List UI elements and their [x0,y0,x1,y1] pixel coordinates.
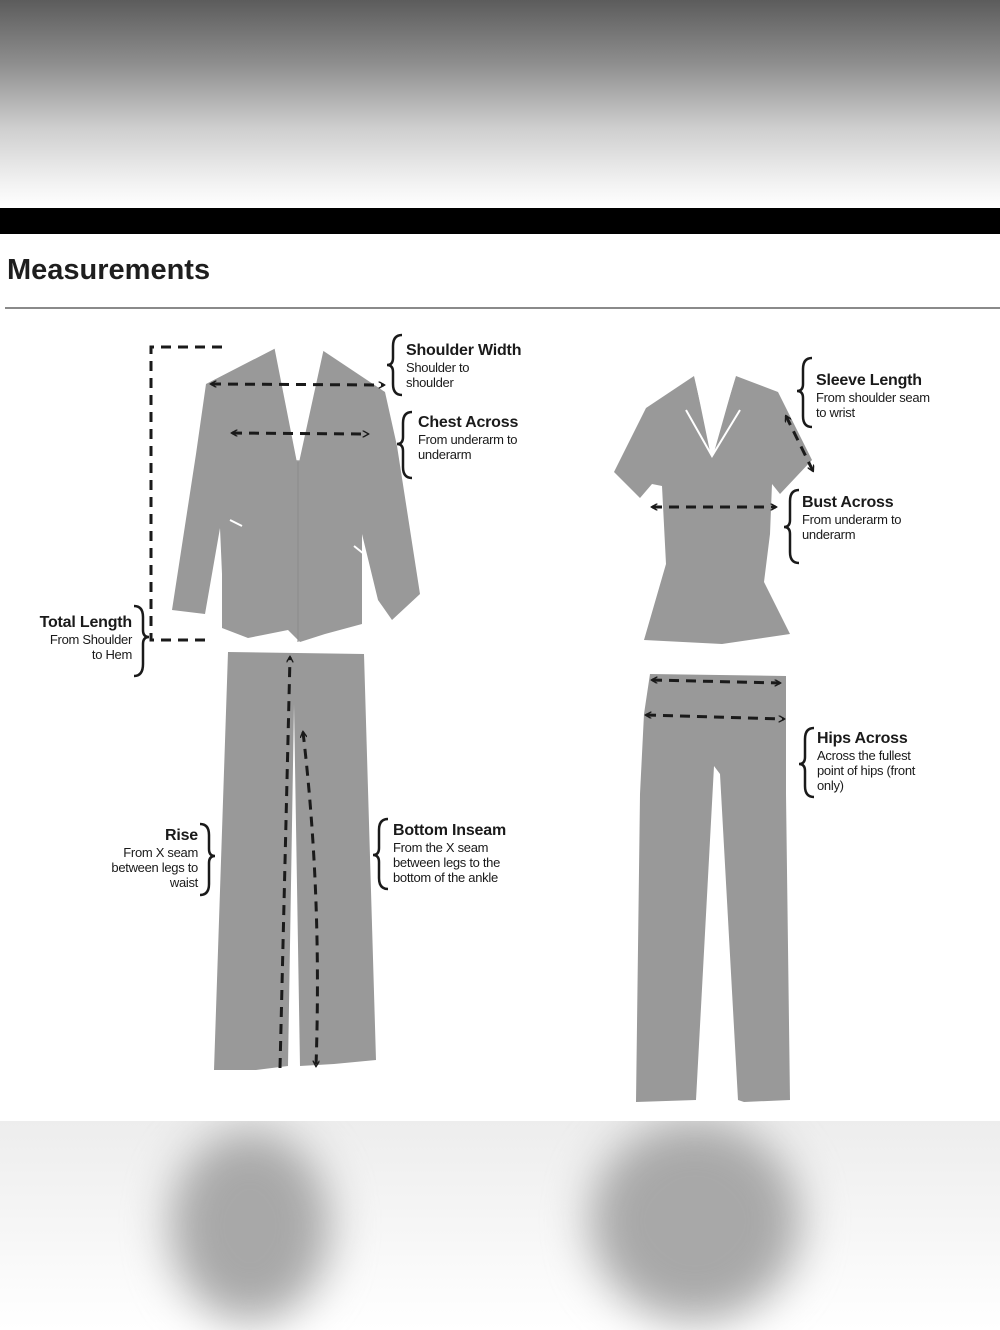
total-length-line [149,345,222,642]
chest-across-arrow [232,433,368,434]
rise-title: Rise [165,827,198,844]
blur-blob-right [590,1121,800,1321]
sleeve-length-title: Sleeve Length [816,372,922,389]
chest-across-desc-2: underarm [418,447,472,462]
total-length-title: Total Length [39,614,133,631]
waist-arrow [652,680,780,683]
bottom-inseam-desc-1: From the X seam [393,840,489,855]
black-band [0,208,1000,234]
chest-across-desc-1: From underarm to [418,432,518,447]
measurement-diagram [133,333,1000,1102]
rise-arrow [278,657,290,1069]
bottom-inseam-label: Bottom Inseam From the X seam between le… [393,821,506,885]
bust-across-brace [783,488,800,565]
title-divider [5,307,1000,309]
shoulder-width-arrow [211,384,384,385]
bust-across-title: Bust Across [802,494,894,511]
page-title: Measurements [7,254,211,286]
shoulder-width-title: Shoulder Width [406,342,522,359]
hips-across-desc-2: point of hips (front [817,763,916,778]
chest-across-title: Chest Across [418,414,519,431]
measurement-guide: Measurements [0,234,1000,1121]
sleeve-length-arrow [786,416,813,471]
bottom-inseam-desc-2: between legs to the [393,855,501,870]
top-blur-band [0,0,1000,208]
total-length-desc-2: to Hem [91,647,132,662]
bust-across-label: Bust Across From underarm to underarm [802,493,902,542]
rise-desc-3: waist [169,875,198,890]
chest-across-label: Chest Across From underarm to underarm [418,413,518,462]
total-length-brace [133,604,150,678]
rise-brace [199,822,216,897]
total-length-label: Total Length From Shoulder to Hem [10,613,133,662]
total-length-desc-1: From Shoulder [49,632,132,647]
shoulder-width-desc-1: Shoulder to [406,360,470,375]
rise-desc-2: between legs to [111,860,198,875]
hips-across-desc-3: only) [817,778,844,793]
blouse-icon [614,375,812,644]
bust-across-desc-1: From underarm to [802,512,902,527]
sleeve-length-label: Sleeve Length From shoulder seam to wris… [816,371,930,420]
hips-across-label: Hips Across Across the fullest point of … [817,729,915,793]
hips-across-title: Hips Across [817,730,908,747]
hips-across-arrow [646,715,784,719]
rise-desc-1: From X seam [123,845,198,860]
sleeve-length-desc-1: From shoulder seam [816,390,930,405]
bottom-inseam-title: Bottom Inseam [393,822,506,839]
womens-pants-icon [636,674,790,1102]
hips-across-desc-1: Across the fullest [817,748,911,763]
sleeve-length-desc-2: to wrist [816,405,855,420]
blur-blob-left [170,1131,330,1321]
jacket-icon [172,347,420,642]
trousers-icon [214,652,376,1070]
bust-across-desc-2: underarm [802,527,856,542]
bottom-inseam-arrow [303,732,317,1066]
bottom-inseam-brace [372,817,389,891]
shoulder-width-label: Shoulder Width Shoulder to shoulder [406,341,521,390]
shoulder-width-desc-2: shoulder [406,375,454,390]
hips-across-brace [798,726,815,799]
chest-across-brace [396,410,413,480]
bottom-blur-band [0,1121,1000,1330]
rise-label: Rise From X seam between legs to waist [70,826,198,890]
sleeve-length-brace [796,356,813,429]
bottom-inseam-desc-3: bottom of the ankle [393,870,498,885]
shoulder-width-brace [386,333,403,397]
